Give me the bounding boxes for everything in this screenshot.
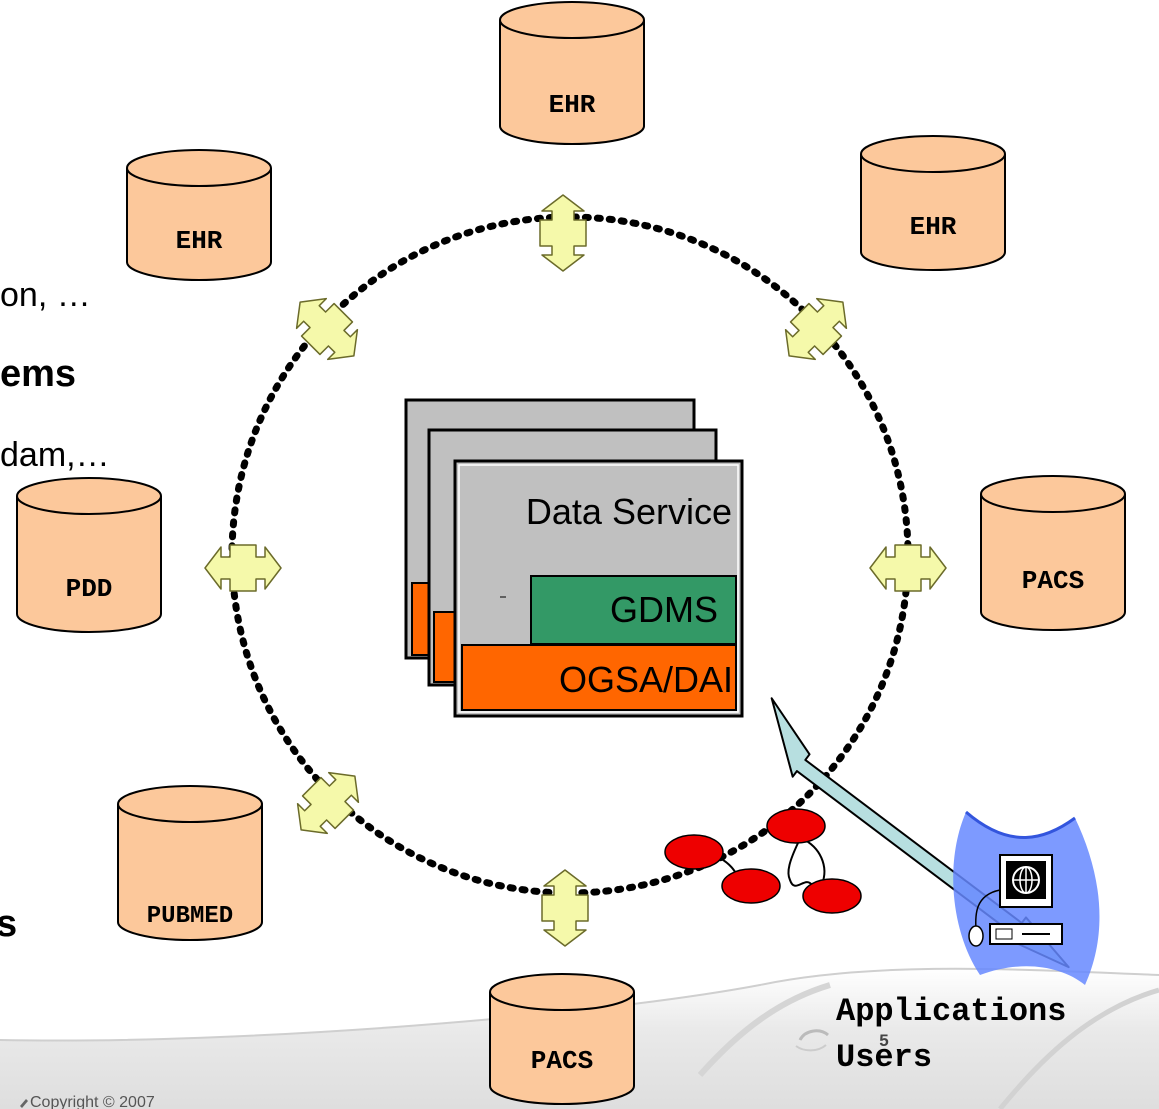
database-left: PDD [16,477,162,633]
workflow-node [721,868,781,904]
database-bottom: PACS [489,973,635,1105]
workflow-node [664,834,724,870]
ogsa-dai-layer [461,644,737,711]
connector-right [869,544,947,592]
database-label: PACS [531,1046,593,1076]
data-service-title: Data Service [526,491,732,532]
client-computer-icon [953,810,1100,985]
database-label: PACS [1022,566,1084,596]
workflow-node [766,808,826,844]
database-label: PDD [66,574,113,604]
database-label: EHR [549,90,596,120]
workflow-graph [664,808,862,914]
database-lower-left: PUBMED [117,785,263,941]
slide-text-line2: ems [0,353,76,395]
ogsa-dai-label: OGSA/DAI [559,659,733,700]
copyright-icon [20,1099,28,1108]
gdms-label: GDMS [610,589,718,630]
connector-top [539,194,587,272]
footer-logo-icon [795,1029,829,1052]
database-right: PACS [980,475,1126,631]
connector-bottom [541,869,589,947]
clients-label-applications: Applications [836,993,1066,1030]
connector-lower-left [284,759,372,847]
workflow-node [802,878,862,914]
data-service-stack: Data Service GDMS OGSA/DAI [404,398,744,718]
database-label: EHR [176,226,223,256]
database-upper-right: EHR [860,135,1006,271]
database-top: EHR [499,1,645,145]
database-label: EHR [910,212,957,242]
slide-text-line4: s [0,903,17,945]
copyright-text: Copyright © 2007 [30,1094,155,1109]
connector-left [204,544,282,592]
database-label: PUBMED [147,903,233,930]
slide-text-line1: on, … [0,276,91,314]
slide-text-line3: dam,… [0,436,110,474]
database-upper-left: EHR [126,149,272,281]
clients-label-users: Users [836,1039,932,1076]
page-number: 5 [879,1031,888,1050]
